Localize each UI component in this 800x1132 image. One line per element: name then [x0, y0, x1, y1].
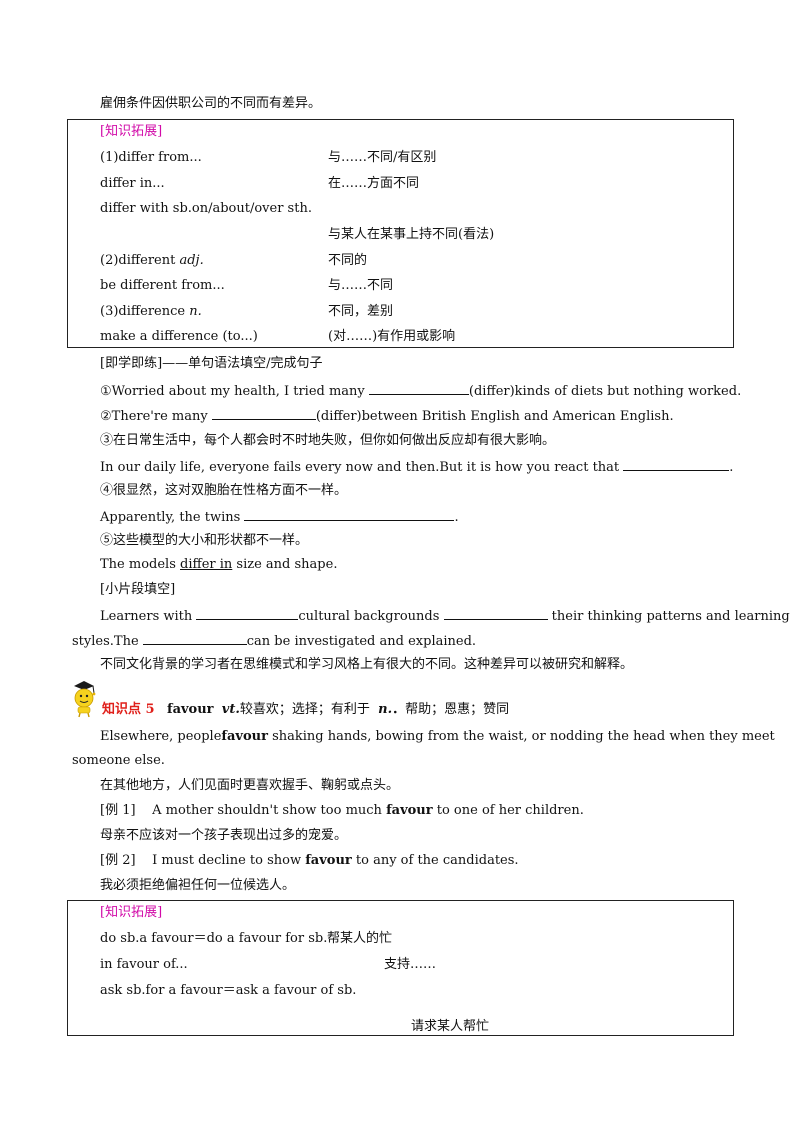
e1-keyword: favour	[386, 803, 433, 818]
point5-ex-keyword: favour	[221, 729, 268, 744]
q4-blank[interactable]	[244, 507, 455, 521]
box2-row1-right: 帮某人的忙	[327, 931, 393, 946]
fill-blank-2[interactable]	[443, 606, 548, 620]
point5-example-cont: someone else.	[72, 753, 165, 768]
fill-l1-a: Learners with	[100, 609, 197, 624]
fill-header: [小片段填空]	[100, 582, 176, 597]
point5-e2-cn: 我必须拒绝偏袒任何一位候选人。	[100, 878, 296, 893]
fill-line2: styles.The can be investigated and expla…	[72, 631, 476, 651]
q4-text: Apparently, the twins	[100, 510, 245, 525]
box1-row7-pos: n.	[189, 304, 202, 319]
box2-row4: 请求某人帮忙	[411, 1019, 490, 1034]
box1-row1-right: 与……不同/有区别	[328, 150, 437, 165]
e1-label: [例 1]	[100, 803, 136, 818]
practice-q1: ①Worried about my health, I tried many (…	[100, 381, 741, 401]
box1-row7-text: (3)difference	[100, 304, 190, 319]
point5-word: favour	[166, 702, 214, 717]
box1-row7-right: 不同，差别	[328, 304, 394, 319]
practice-header: [即学即练]——单句语法填空/完成句子	[100, 356, 323, 371]
point5-meaning-n: 帮助；恩惠；赞同	[405, 702, 510, 717]
fill-l2-b: can be investigated and explained.	[246, 634, 477, 649]
box2-row2-left: in favour of...	[100, 957, 188, 972]
fill-l2-a: styles.The	[72, 634, 143, 649]
fill-translation: 不同文化背景的学习者在思维模式和学习风格上有很大的不同。这种差异可以被研究和解释…	[100, 657, 634, 672]
point5-label: 知识点 5	[102, 702, 155, 717]
box1-row5-text: (2)different	[100, 253, 180, 268]
e2-label: [例 2]	[100, 853, 136, 868]
knowledge-box-1	[67, 119, 734, 348]
point5-ex-post: shaking hands, bowing from the waist, or…	[267, 729, 775, 744]
box1-row7-left: (3)difference n.	[100, 303, 202, 321]
box1-row5-pos: adj.	[179, 253, 204, 268]
scholar-mascot-icon	[71, 679, 97, 719]
point5-pos-vt: vt.	[221, 702, 240, 717]
q2-blank[interactable]	[211, 406, 316, 420]
practice-q4-cn: ④很显然，这对双胞胎在性格方面不一样。	[100, 483, 348, 498]
intro-line: 雇佣条件因供职公司的不同而有差异。	[100, 96, 322, 111]
e1-pre: A mother shouldn't show too much	[152, 803, 387, 818]
box1-row5-left: (2)different adj.	[100, 252, 204, 270]
box2-header: [知识拓展]	[100, 905, 163, 920]
practice-q5-cn: ⑤这些模型的大小和形状都不一样。	[100, 533, 309, 548]
point5-meaning-vt: 较喜欢；选择；有利于	[239, 702, 370, 717]
practice-q2: ②There're many (differ)between British E…	[100, 406, 674, 426]
e1-post: to one of her children.	[432, 803, 584, 818]
box1-row8-left: make a difference (to...)	[100, 329, 258, 344]
practice-q5: The models differ in size and shape.	[100, 556, 337, 574]
point5-e1: [例 1] A mother shouldn't show too much f…	[100, 802, 584, 820]
knowledge-box-2	[67, 900, 734, 1036]
box1-row6-left: be different from...	[100, 278, 225, 293]
box2-row1-left: do sb.a favour＝do a favour for sb.	[100, 931, 328, 946]
point5-ex-pre: Elsewhere, people	[100, 729, 222, 744]
q2-text-end: (differ)between British English and Amer…	[315, 409, 674, 424]
practice-q3: In our daily life, everyone fails every …	[100, 457, 733, 477]
box1-row2-left: differ in...	[100, 176, 165, 191]
box1-row3-left: differ with sb.on/about/over sth.	[100, 201, 312, 216]
q5-answer: differ in	[180, 557, 233, 572]
fill-line1: Learners with cultural backgrounds their…	[100, 606, 790, 626]
fill-blank-3[interactable]	[142, 631, 247, 645]
box1-row1-left: (1)differ from...	[100, 150, 202, 165]
q3-blank[interactable]	[623, 457, 730, 471]
box1-row8-right: (对……)有作用或影响	[328, 329, 456, 344]
point5-e1-cn: 母亲不应该对一个孩子表现出过多的宠爱。	[100, 828, 348, 843]
point5-example: Elsewhere, people favour shaking hands, …	[100, 728, 775, 746]
box1-row2-right: 在……方面不同	[328, 176, 420, 191]
point5-e2: [例 2] I must decline to show favour to a…	[100, 852, 519, 870]
q1-text: ①Worried about my health, I tried many	[100, 384, 369, 399]
box1-row4-right: 与某人在某事上持不同(看法)	[328, 227, 495, 242]
box1-row5-right: 不同的	[328, 253, 368, 268]
point5-heading: 知识点 5 favour vt.较喜欢；选择；有利于 n.．帮助；恩惠；赞同	[102, 702, 510, 717]
fill-l1-b: cultural backgrounds	[298, 609, 444, 624]
q3-text-end: .	[729, 460, 734, 475]
q4-text-end: .	[454, 510, 459, 525]
e2-keyword: favour	[305, 853, 352, 868]
fill-blank-1[interactable]	[196, 606, 299, 620]
box1-row6-right: 与……不同	[328, 278, 394, 293]
box1-header: [知识拓展]	[100, 124, 163, 139]
q2-text: ②There're many	[100, 409, 212, 424]
q5-text-end: size and shape.	[232, 557, 338, 572]
practice-q3-cn: ③在日常生活中，每个人都会时不时地失败，但你如何做出反应却有很大影响。	[100, 433, 556, 448]
point5-pos-n: n.	[378, 702, 393, 717]
fill-l1-c: their thinking patterns and learning	[547, 609, 790, 624]
box2-row2-right: 支持……	[384, 957, 437, 972]
box2-row3-left: ask sb.for a favour＝ask a favour of sb.	[100, 983, 357, 998]
q1-text-end: (differ)kinds of diets but nothing worke…	[468, 384, 742, 399]
q1-blank[interactable]	[368, 381, 469, 395]
e2-post: to any of the candidates.	[351, 853, 519, 868]
q5-text: The models	[100, 557, 180, 572]
e2-pre: I must decline to show	[152, 853, 306, 868]
q3-text: In our daily life, everyone fails every …	[100, 460, 624, 475]
point5-example-cn: 在其他地方，人们见面时更喜欢握手、鞠躬或点头。	[100, 778, 400, 793]
practice-q4: Apparently, the twins .	[100, 507, 459, 527]
